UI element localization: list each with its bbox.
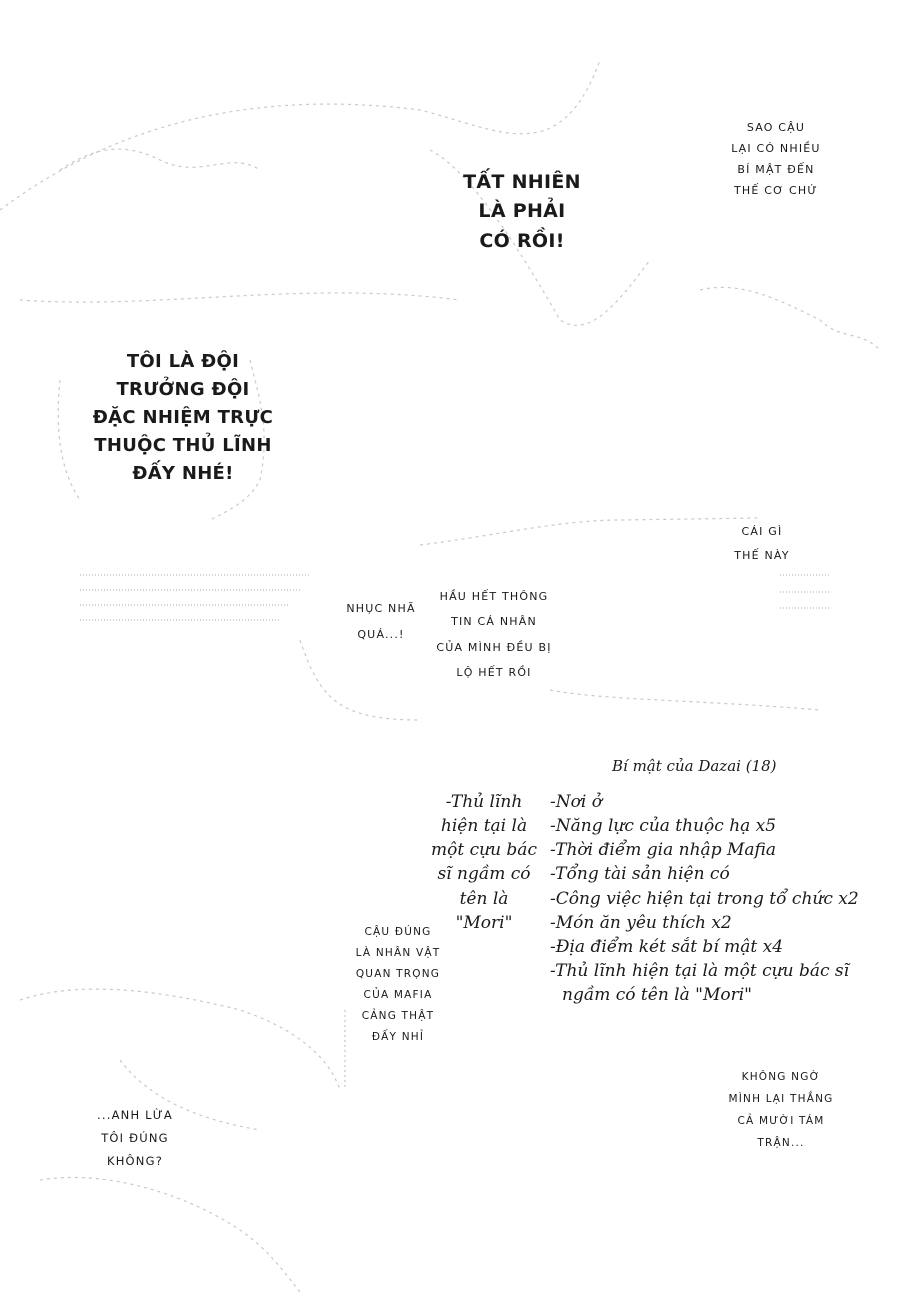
- speech-bubble-bottom-left: ...ANH LỪA TÔI ĐÚNG KHÔNG?: [80, 1104, 190, 1173]
- speech-line: ĐẤY NHỈ: [371, 1031, 425, 1043]
- speech-line: CÁI GÌ: [741, 525, 783, 538]
- speech-line: ĐẶC NHIỆM TRỰC: [92, 406, 274, 428]
- note-line: -Năng lực của thuộc hạ x5: [550, 816, 777, 837]
- note-line: -Món ăn yêu thích x2: [550, 912, 732, 933]
- speech-line: LỘ HẾT RỒI: [456, 665, 532, 679]
- speech-line: CẢ MƯỜI TÁM: [737, 1115, 825, 1128]
- notes-side-column: -Thủ lĩnh hiện tại là một cựu bác sĩ ngầ…: [424, 790, 544, 935]
- speech-line: THUỘC THỦ LĨNH: [94, 434, 272, 456]
- speech-bubble-right-middle: CÁI GÌ THẾ NÀY: [722, 520, 802, 568]
- speech-bubble-top-right: SAO CẬU LẠI CÓ NHIỀU BÍ MẬT ĐẾN THẾ CƠ C…: [712, 118, 840, 202]
- speech-line: QUÁ...!: [357, 628, 405, 642]
- speech-bubble-center-left: NHỤC NHÃ QUÁ...!: [336, 596, 426, 649]
- speech-line: BÍ MẬT ĐẾN: [737, 162, 815, 176]
- speech-line: THẾ NÀY: [734, 549, 790, 563]
- speech-line: THẾ CƠ CHỨ: [733, 183, 819, 197]
- speech-line: MÌNH LẠI THẮNG: [728, 1093, 834, 1106]
- speech-line: KHÔNG?: [106, 1154, 164, 1168]
- note-line: -Thủ lĩnh: [445, 792, 523, 812]
- speech-line: CẢNG THẬT: [361, 1010, 435, 1022]
- speech-line: TRƯỞNG ĐỘI: [116, 378, 250, 400]
- note-line: "Mori": [455, 912, 513, 933]
- speech-line: TÔI ĐÚNG: [101, 1131, 169, 1145]
- speech-line: CẬU ĐÚNG: [364, 926, 432, 938]
- speech-line: CỦA MAFIA: [363, 989, 433, 1001]
- speech-line: TẤT NHIÊN: [463, 171, 581, 193]
- speech-line: LÀ PHẢI: [478, 200, 566, 223]
- note-line: ngầm có tên là "Mori": [562, 985, 752, 1005]
- note-line: một cựu bác: [431, 840, 537, 861]
- speech-line: CỦA MÌNH ĐỀU BỊ: [436, 640, 552, 654]
- note-line: tên là: [459, 888, 509, 909]
- speech-line: TIN CÁ NHÂN: [451, 615, 537, 629]
- note-line: hiện tại là: [440, 816, 528, 837]
- note-line: -Thời điểm gia nhập Mafia: [550, 840, 776, 861]
- speech-line: LÀ NHÂN VẬT: [355, 947, 441, 959]
- note-line: -Thủ lĩnh hiện tại là một cựu bác sĩ: [550, 960, 850, 981]
- speech-line: TÔI LÀ ĐỘI: [126, 351, 240, 372]
- speech-line: HẦU HẾT THÔNG: [439, 590, 549, 603]
- speech-bubble-mid-left-small: CẬU ĐÚNG LÀ NHÂN VẬT QUAN TRỌNG CỦA MAFI…: [336, 922, 460, 1048]
- note-line: -Tổng tài sản hiện có: [550, 864, 730, 885]
- speech-line: TRẬN...: [757, 1137, 805, 1150]
- speech-line: QUAN TRỌNG: [355, 968, 441, 980]
- speech-bubble-center: HẦU HẾT THÔNG TIN CÁ NHÂN CỦA MÌNH ĐỀU B…: [424, 584, 564, 685]
- speech-line: NHỤC NHÃ: [346, 602, 416, 615]
- speech-bubble-bottom-right: KHÔNG NGỜ MÌNH LẠI THẮNG CẢ MƯỜI TÁM TRẬ…: [716, 1066, 846, 1154]
- speech-line: ĐẤY NHÉ!: [132, 462, 234, 484]
- speech-bubble-top-center: TẤT NHIÊN LÀ PHẢI CÓ RỒI!: [462, 168, 582, 256]
- note-line: sĩ ngầm có: [437, 864, 531, 885]
- speech-line: KHÔNG NGỜ: [741, 1071, 821, 1083]
- notes-list: -Nơi ở -Năng lực của thuộc hạ x5 -Thời đ…: [550, 790, 880, 1007]
- note-line: -Địa điểm két sắt bí mật x4: [550, 936, 784, 957]
- speech-line: CÓ RỒI!: [479, 229, 565, 252]
- note-line: -Công việc hiện tại trong tổ chức x2: [550, 888, 859, 909]
- note-line: -Nơi ở: [550, 792, 602, 812]
- speech-line: LẠI CÓ NHIỀU: [731, 141, 821, 155]
- speech-line: ...ANH LỪA: [97, 1108, 173, 1122]
- speech-bubble-left-middle: TÔI LÀ ĐỘI TRƯỞNG ĐỘI ĐẶC NHIỆM TRỰC THU…: [88, 348, 278, 487]
- notes-title: Bí mật của Dazai (18): [612, 757, 777, 775]
- speech-line: SAO CẬU: [746, 121, 806, 134]
